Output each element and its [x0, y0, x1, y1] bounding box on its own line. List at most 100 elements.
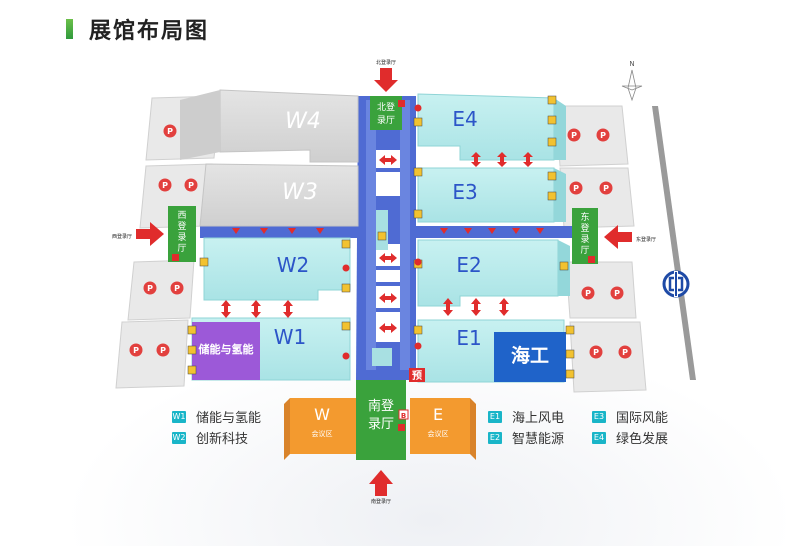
page-title: 展馆布局图	[89, 19, 210, 44]
east-entrance-arrow	[604, 225, 632, 249]
svg-text:预: 预	[412, 370, 422, 382]
legend-label: 国际风能	[616, 411, 669, 426]
double-arrow-icon	[379, 293, 397, 303]
svg-text:西登录厅: 西登录厅	[112, 233, 132, 240]
title-accent-bar	[66, 19, 73, 39]
svg-text:P: P	[622, 348, 628, 357]
elevator-icon	[413, 117, 423, 127]
escalator-icon	[565, 349, 575, 359]
metro-logo-icon	[662, 270, 690, 298]
svg-text:W2: W2	[277, 253, 310, 277]
double-arrow-icon	[379, 155, 397, 165]
hall-e2: E2	[417, 239, 570, 307]
svg-text:P: P	[133, 346, 139, 355]
legend-chip: E1	[488, 410, 502, 423]
elevator-icon	[341, 283, 351, 293]
north-entrance-arrow	[374, 68, 398, 92]
legend-label: 绿色发展	[616, 432, 669, 447]
svg-text:南登录厅: 南登录厅	[371, 498, 391, 505]
legend-chip: W1	[172, 410, 186, 423]
svg-text:南登: 南登	[368, 398, 394, 414]
parking-icon: P	[163, 124, 177, 138]
svg-text:东: 东	[580, 211, 589, 223]
parking-icon: P	[184, 178, 198, 192]
double-arrow-icon	[379, 253, 397, 263]
legend-label: 海上风电	[512, 411, 565, 426]
escalator-icon	[547, 171, 557, 181]
parking-icon: P	[599, 181, 613, 195]
svg-text:登: 登	[580, 223, 589, 234]
facility-icons	[172, 95, 595, 431]
svg-text:P: P	[614, 289, 620, 298]
double-arrow-icon	[379, 323, 397, 333]
north-lobby: 北登 录厅 北登录厅	[370, 59, 402, 130]
east-lobby: 东 登 录 厅 东登录厅	[572, 208, 656, 264]
south-lobby: 南登 录厅 南登录厅	[356, 380, 406, 505]
legend-left: W1 储能与氢能 W2 创新科技	[172, 406, 261, 448]
svg-text:北登: 北登	[377, 102, 395, 113]
legend-item: E1 海上风电	[488, 406, 564, 427]
elevator-icon	[547, 191, 557, 201]
restroom-icon	[342, 352, 350, 360]
svg-text:P: P	[593, 348, 599, 357]
parking-icon: P	[618, 345, 632, 359]
railway-line	[652, 106, 696, 380]
double-arrow-icon	[499, 298, 509, 316]
svg-text:W3: W3	[282, 180, 318, 205]
svg-text:录厅: 录厅	[377, 115, 395, 126]
hall-e3: E3	[417, 167, 566, 223]
reserve-mark: 预	[409, 368, 425, 382]
double-arrow-icon	[523, 152, 533, 167]
info-icon	[398, 424, 405, 431]
svg-text:录: 录	[580, 234, 589, 245]
svg-text:西: 西	[177, 210, 186, 221]
double-arrow-icon	[251, 300, 261, 318]
parking-icon: P	[158, 178, 172, 192]
info-icon	[398, 100, 405, 107]
svg-text:P: P	[603, 184, 609, 193]
svg-text:P: P	[573, 184, 579, 193]
svg-text:会议区: 会议区	[312, 429, 333, 438]
south-entrance-arrow	[369, 470, 393, 496]
page-header: 展馆布局图	[66, 12, 209, 46]
parking-icon: P	[170, 281, 184, 295]
legend-chip: W2	[172, 431, 186, 444]
legend-chip: E3	[592, 410, 606, 423]
svg-text:储能与氢能: 储能与氢能	[199, 342, 254, 356]
legend-chip: E2	[488, 431, 502, 444]
hall-e4: E4	[417, 93, 566, 161]
escalator-icon	[341, 239, 351, 249]
svg-text:东登录厅: 东登录厅	[636, 236, 656, 243]
parking-icon: P	[129, 343, 143, 357]
parking-icon: P	[610, 286, 624, 300]
svg-text:登: 登	[177, 221, 186, 232]
escalator-icon	[547, 115, 557, 125]
legend-label: 储能与氢能	[196, 411, 262, 426]
restroom-icon	[342, 264, 350, 272]
svg-text:E4: E4	[452, 107, 477, 131]
b-badge: B	[398, 409, 409, 420]
svg-text:W: W	[314, 405, 330, 424]
double-arrow-icon	[221, 300, 231, 318]
elevator-icon	[565, 369, 575, 379]
elevator-icon	[547, 137, 557, 147]
west-entrance-arrow	[136, 222, 164, 246]
escalator-icon	[559, 261, 569, 271]
haigong-zone	[494, 332, 566, 382]
elevator-icon	[413, 167, 423, 177]
parking-icon: P	[156, 343, 170, 357]
svg-text:北登录厅: 北登录厅	[376, 59, 396, 66]
svg-text:厅: 厅	[177, 243, 186, 254]
double-arrow-icon	[443, 298, 453, 316]
legend-chip: E4	[592, 431, 606, 444]
svg-text:录: 录	[177, 232, 186, 243]
legend-item: W1 储能与氢能	[172, 406, 261, 427]
legend-label: 创新科技	[196, 432, 249, 447]
svg-text:厅: 厅	[580, 245, 589, 256]
legend-item: E4 绿色发展	[592, 427, 668, 448]
restroom-icon	[414, 342, 422, 350]
hall-w4: W4	[180, 89, 359, 163]
escalator-icon	[187, 345, 197, 355]
legend-right: E3 国际风能 E4 绿色发展	[592, 406, 668, 448]
